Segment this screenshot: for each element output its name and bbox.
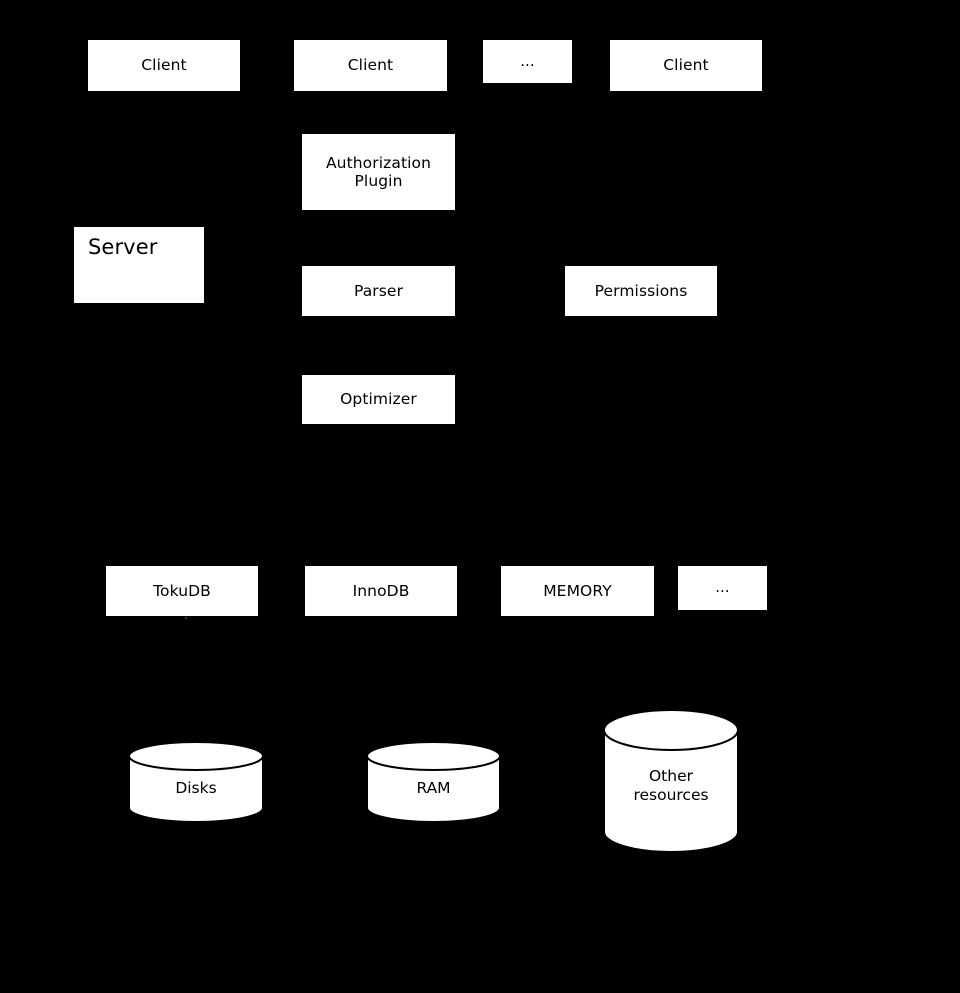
- cylinder-other-resources[interactable]: Other resources: [603, 709, 739, 853]
- cylinder-ram[interactable]: RAM: [366, 741, 501, 823]
- cylinder-disks[interactable]: Disks: [128, 741, 264, 823]
- client-box-1[interactable]: Client: [88, 40, 240, 91]
- storage-engine-box-memory[interactable]: MEMORY: [501, 566, 654, 616]
- storage-engine-box-ellipsis[interactable]: ...: [678, 566, 767, 610]
- client-box-2[interactable]: Client: [294, 40, 447, 91]
- client-box-3[interactable]: Client: [610, 40, 762, 91]
- server-box[interactable]: Server: [74, 227, 204, 303]
- cylinder-ram-shape: [366, 741, 501, 823]
- optimizer-box[interactable]: Optimizer: [302, 375, 455, 424]
- storage-engine-box-tokudb[interactable]: TokuDB: [106, 566, 258, 616]
- cylinder-disks-shape: [128, 741, 264, 823]
- permissions-box[interactable]: Permissions: [565, 266, 717, 316]
- storage-engine-box-innodb[interactable]: InnoDB: [305, 566, 457, 616]
- cylinder-other-resources-shape: [603, 709, 739, 853]
- client-box-ellipsis[interactable]: ...: [483, 40, 572, 83]
- artifact-speck: [185, 617, 187, 619]
- parser-box[interactable]: Parser: [302, 266, 455, 316]
- authorization-plugin-box[interactable]: Authorization Plugin: [302, 134, 455, 210]
